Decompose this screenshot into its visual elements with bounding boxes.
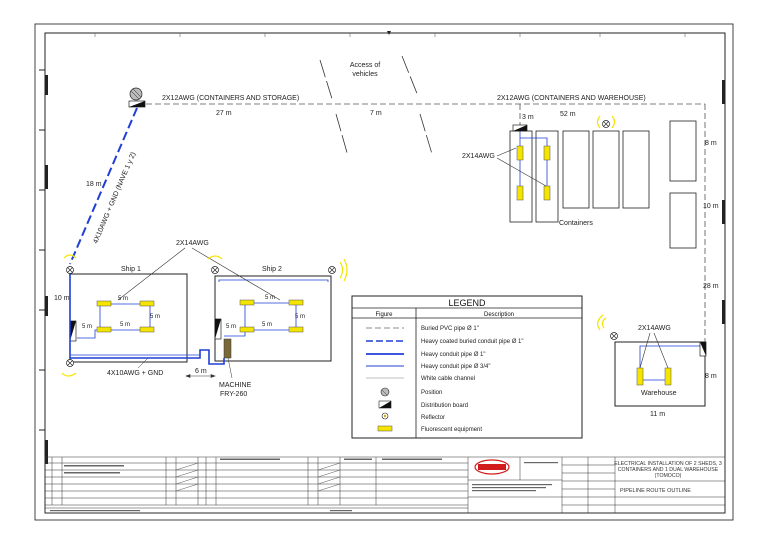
reflector-ship1-top bbox=[63, 254, 77, 274]
reflector-container bbox=[596, 115, 616, 129]
position-marker-top bbox=[129, 87, 143, 101]
ship1-5m-d: 5 m bbox=[82, 324, 92, 330]
title-block bbox=[44, 456, 726, 514]
legend-item-8: Fluorescent equipment bbox=[421, 427, 482, 433]
dist-8-bottom: 8 m bbox=[705, 373, 717, 380]
legend: LEGEND Figure Description Buried PVC pip… bbox=[351, 295, 583, 439]
legend-item-5: Position bbox=[421, 390, 442, 396]
legend-title: LEGEND bbox=[448, 298, 486, 308]
access-lines bbox=[319, 55, 433, 157]
cable-warehouse-label: 2X12AWG (CONTAINERS AND WAREHOUSE) bbox=[497, 95, 646, 102]
x14-warehouse-label: 2X14AWG bbox=[638, 325, 671, 332]
title-sub: PIPELINE ROUTE OUTLINE bbox=[620, 488, 691, 494]
warehouse-x14-leaders bbox=[639, 332, 669, 369]
legend-item-4: White cable channel bbox=[421, 376, 475, 382]
title-block-fine-print bbox=[50, 458, 558, 512]
legend-item-2: Heavy conduit pipe Ø 1" bbox=[421, 352, 486, 358]
gnd-leader bbox=[137, 357, 149, 369]
ship1-5m-c: 5 m bbox=[120, 322, 130, 328]
ship1-5m-a: 5 m bbox=[118, 296, 128, 302]
ship1-label: Ship 1 bbox=[121, 266, 141, 273]
dist-11: 11 m bbox=[650, 411, 665, 418]
title-block-diagonals bbox=[175, 462, 341, 492]
dist-18: 18 m bbox=[86, 181, 102, 188]
x14-ships-label: 2X14AWG bbox=[176, 240, 209, 247]
ship1-db bbox=[69, 320, 77, 342]
top-center-mark bbox=[387, 31, 391, 35]
ship2-5m-d: 5 m bbox=[226, 324, 236, 330]
ship2-5m-b: 5 m bbox=[295, 314, 305, 320]
dist-27: 27 m bbox=[216, 110, 232, 117]
dist-3: 3 m bbox=[522, 114, 534, 121]
ship1-5m-b: 5 m bbox=[150, 314, 160, 320]
reflector-ship2-right bbox=[328, 258, 348, 282]
cable-storage-label: 2X12AWG (CONTAINERS AND STORAGE) bbox=[162, 95, 299, 102]
containers-fluorescent bbox=[516, 145, 551, 201]
legend-item-7: Reflector bbox=[421, 415, 445, 421]
reflector-ship1-bottom bbox=[61, 359, 77, 377]
buried-pvc-route bbox=[146, 103, 706, 342]
legend-item-3: Heavy conduit pipe Ø 3/4" bbox=[421, 364, 491, 370]
legend-sym-position bbox=[380, 387, 390, 397]
containers-db bbox=[512, 124, 528, 132]
legend-col-figure: Figure bbox=[375, 312, 393, 318]
legend-item-1: Heavy coated buried conduit pipe Ø 1" bbox=[421, 339, 524, 345]
left-ruler bbox=[39, 69, 45, 431]
ship2-db bbox=[214, 318, 222, 340]
access-label-1: Access of bbox=[350, 62, 380, 69]
dist-52: 52 m bbox=[560, 111, 576, 118]
containers-area bbox=[509, 120, 697, 249]
reflector-warehouse bbox=[597, 314, 618, 340]
machine-label-2: FRY-260 bbox=[220, 391, 247, 398]
cable-gnd-label: 4X10AWG + GND bbox=[107, 370, 163, 377]
diag-coated-conduit bbox=[69, 107, 138, 265]
legend-sym-fluorescent bbox=[377, 425, 393, 432]
machine-fry260 bbox=[223, 338, 232, 359]
title-main-2: CONTAINERS AND 1 DUAL WAREHOUSE bbox=[618, 467, 719, 473]
right-ruler bbox=[722, 80, 725, 324]
title-main-3: (TOMOCO) bbox=[655, 473, 682, 479]
ship1-outline bbox=[69, 273, 188, 363]
inner-frame bbox=[44, 32, 726, 514]
ship2-5m-c: 5 m bbox=[262, 322, 272, 328]
warehouse-label: Warehouse bbox=[641, 390, 677, 397]
dist-8-top: 8 m bbox=[705, 140, 717, 147]
reflector-ship2-left bbox=[207, 255, 223, 274]
dist-6-mark bbox=[185, 374, 216, 378]
distribution-board-top bbox=[128, 100, 146, 108]
containers-x14-leaders bbox=[496, 147, 547, 187]
legend-sym-db bbox=[378, 400, 392, 409]
warehouse-outline bbox=[614, 341, 706, 407]
title-main-1: ELECTRICAL INSTALLATION OF 2 SHEDS, 3 bbox=[614, 461, 722, 467]
legend-item-6: Distribution board bbox=[421, 403, 468, 409]
ship2-label: Ship 2 bbox=[262, 266, 282, 273]
containers-label: Containers bbox=[559, 220, 593, 227]
ship2-5m-a: 5 m bbox=[265, 295, 275, 301]
ship2-fluorescent bbox=[239, 299, 304, 333]
legend-col-description: Description bbox=[484, 312, 514, 318]
dist-28: 28 m bbox=[703, 283, 719, 290]
title-block-logo bbox=[474, 459, 510, 475]
ship2-outline bbox=[214, 275, 332, 362]
ships-x14-leaders bbox=[117, 247, 281, 301]
legend-sym-reflector bbox=[381, 412, 389, 420]
ship1-fluorescent bbox=[96, 300, 155, 333]
dist-6: 6 m bbox=[195, 368, 207, 375]
machine-label-1: MACHINE bbox=[219, 382, 252, 389]
dist-10-left: 10 m bbox=[54, 295, 70, 302]
machine-leader bbox=[227, 357, 233, 379]
ships-heavy-conduit bbox=[69, 268, 225, 365]
legend-item-0: Buried PVC pipe Ø 1" bbox=[421, 326, 479, 332]
dist-10-right: 10 m bbox=[703, 203, 719, 210]
access-label-2: vehicles bbox=[352, 71, 378, 78]
warehouse-db bbox=[699, 341, 707, 357]
left-ruler-bars bbox=[45, 75, 48, 464]
dist-7: 7 m bbox=[370, 110, 382, 117]
outer-frame bbox=[34, 23, 734, 521]
top-ruler bbox=[94, 33, 686, 37]
x14-containers-label: 2X14AWG bbox=[462, 153, 495, 160]
